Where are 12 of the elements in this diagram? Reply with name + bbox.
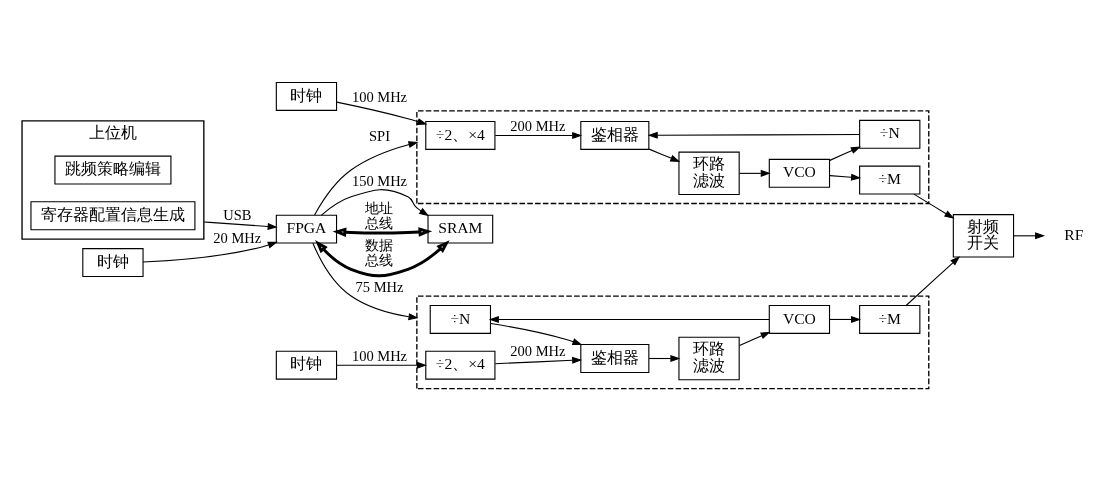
- edge-label: 20 MHz: [213, 229, 262, 246]
- edge-label: 地址总线: [365, 199, 394, 231]
- edge-label: 150 MHz: [351, 172, 408, 189]
- edge-label: 100 MHz: [351, 347, 408, 364]
- edge-label: 数据总线: [365, 236, 394, 268]
- edge-label: 75 MHz: [355, 278, 404, 295]
- edge-label: USB: [223, 206, 252, 223]
- edge-label: 200 MHz: [510, 342, 566, 359]
- edge-label: 200 MHz: [510, 117, 566, 134]
- edge-label: 100 MHz: [351, 88, 408, 105]
- node-text: RF: [1064, 225, 1084, 243]
- edge-label: SPI: [369, 127, 390, 144]
